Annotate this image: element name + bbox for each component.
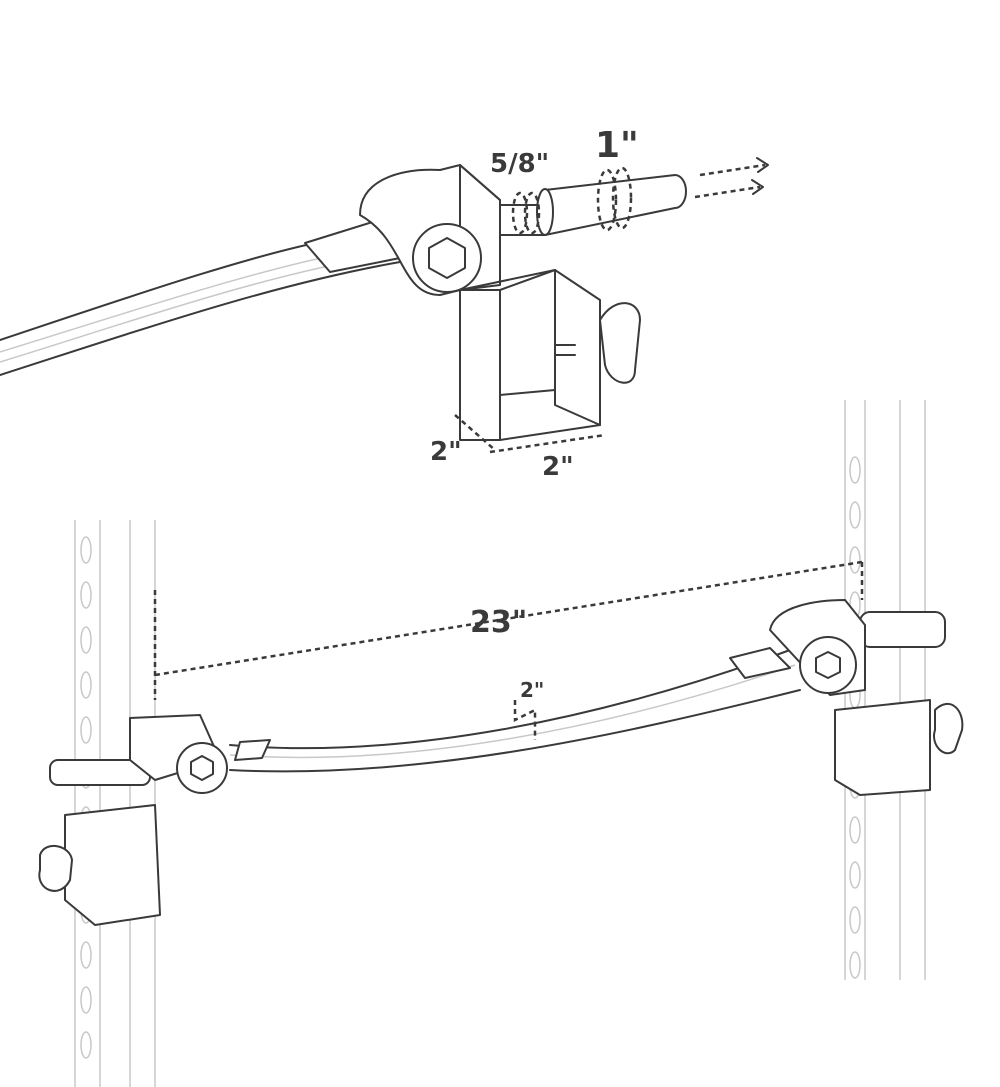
upright-hole [80,626,92,654]
curved-bar-installed [229,647,801,773]
knob-icon [933,702,964,755]
span-dimension-line [154,560,863,677]
knob-icon [38,845,73,892]
upright-hole [849,906,861,934]
hex-bolt-icon [428,237,466,279]
tube-width-label: 2" [542,452,574,482]
upright-hole [849,456,861,484]
left-bracket-installed [38,714,228,926]
pin-small-diameter-label: 5/8" [490,149,549,179]
curved-bar-top [0,214,416,376]
upright-hole [849,501,861,529]
direction-arrows [694,157,769,199]
hex-bolt-icon [815,651,841,679]
upright-hole [80,941,92,969]
top-detail [0,157,769,454]
pin-top [499,166,687,236]
span-length-label: 23" [470,605,527,640]
right-bracket-installed [769,599,964,796]
left-upright [74,520,156,1087]
upright-hole [849,861,861,889]
hinge-bracket-top [359,164,501,296]
upright-hole [849,951,861,979]
tube-depth-label: 2" [430,437,462,467]
upright-hole [80,716,92,744]
upright-hole [80,986,92,1014]
upright-hole [849,816,861,844]
pin-large-diameter-label: 1" [595,125,639,166]
knob-icon [599,302,641,384]
sleeve-bracket-top [459,269,641,441]
bar-sag-label: 2" [520,678,544,702]
upright-hole [80,671,92,699]
upright-hole [80,1031,92,1059]
upright-hole [80,536,92,564]
upright-hole [849,546,861,574]
hex-bolt-icon [190,755,214,781]
upright-hole [80,581,92,609]
